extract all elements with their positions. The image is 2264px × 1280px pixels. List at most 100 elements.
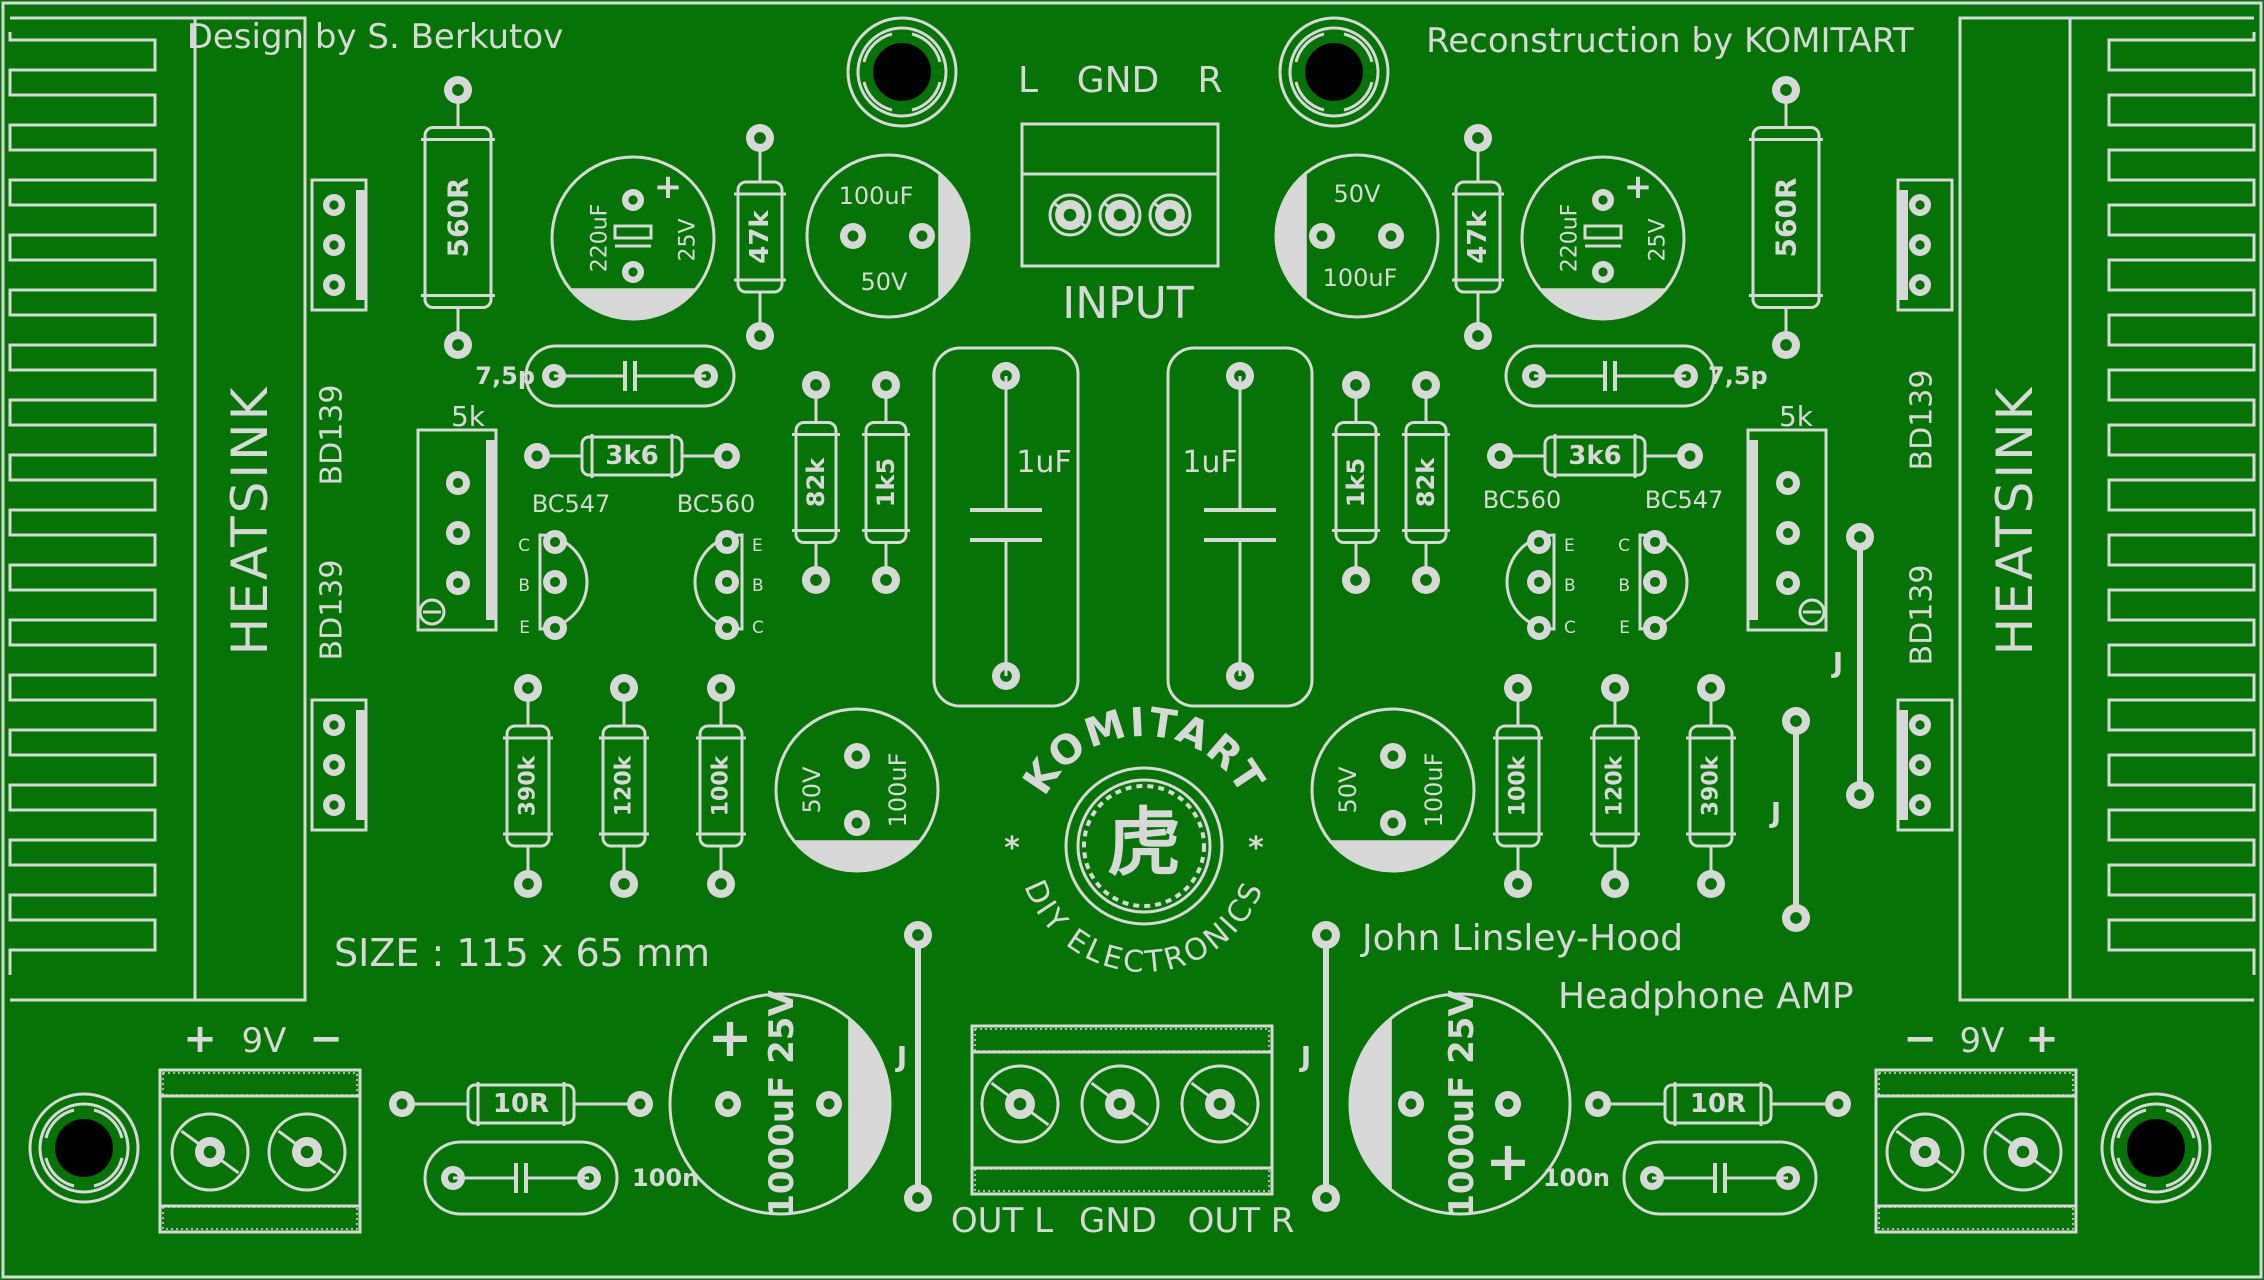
solder-pad	[323, 274, 345, 296]
pin-label: E	[1619, 618, 1630, 638]
solder-pad	[1380, 810, 1406, 836]
pad-hole	[1387, 817, 1399, 829]
solder-pad	[1504, 870, 1532, 898]
drill-hole	[2127, 1119, 2185, 1177]
solder-pad	[1005, 1089, 1035, 1119]
solder-pad	[840, 223, 866, 249]
pad-hole	[396, 1098, 408, 1110]
heatsink-left: HEATSINK	[8, 16, 307, 1002]
mount-arc	[44, 1157, 75, 1188]
solder-pad	[1846, 523, 1874, 551]
power-right-voltage: 9V	[1960, 1021, 2005, 1061]
cap-value: 220uF	[1558, 204, 1583, 273]
pad-hole	[1915, 200, 1925, 210]
pad-hole	[452, 527, 464, 539]
pin-label: B	[752, 576, 764, 596]
polarity-plus: +	[707, 1006, 752, 1069]
pad-hole	[1420, 574, 1432, 586]
cap-outline	[1166, 346, 1314, 708]
pad-hole	[1533, 622, 1545, 634]
solder-pad	[1342, 566, 1370, 594]
mount-arc	[1294, 32, 1325, 63]
bd139-tab	[356, 190, 366, 300]
solder-pad	[1697, 870, 1725, 898]
pad-hole	[1387, 750, 1399, 762]
terminal-outline	[970, 1024, 1274, 1196]
solder-pad	[904, 921, 932, 949]
pad-hole	[1854, 531, 1866, 543]
resistor-value: 1k5	[872, 458, 900, 507]
logo-ring	[1064, 766, 1224, 926]
pad-hole	[1494, 450, 1506, 462]
resistor-body	[423, 126, 493, 309]
solder-pad	[1643, 616, 1667, 640]
transistor-label: BC560	[1483, 486, 1562, 514]
solder-pad	[1776, 521, 1800, 545]
solder-pad	[446, 471, 470, 495]
solder-pad	[1909, 194, 1931, 216]
solder-pad	[446, 521, 470, 545]
polarity-band	[1349, 1017, 1392, 1191]
pad-hole	[722, 1098, 734, 1110]
pad-hole	[715, 682, 727, 694]
size-label: SIZE : 115 x 65 mm	[334, 931, 710, 975]
trimmer-tab	[1748, 440, 1758, 620]
heatsink-label: HEATSINK	[221, 385, 279, 656]
resistor-10r-left: 10R	[389, 1082, 653, 1126]
solder-pad	[1527, 530, 1551, 554]
resistor-body	[1495, 724, 1541, 848]
power-left-minus: −	[309, 1016, 343, 1062]
pad-hole	[329, 800, 339, 810]
pad-hole	[912, 1192, 924, 1204]
pad-hole	[1832, 1098, 1844, 1110]
reconstruction-label: Reconstruction by KOMITART	[1426, 21, 1914, 61]
screw-outline	[1098, 193, 1142, 237]
pad-hole	[721, 536, 733, 548]
resistor-3k6-right: 3k6	[1487, 434, 1703, 478]
mount-arc	[44, 1108, 75, 1139]
resistor-body	[864, 421, 908, 544]
pad-hole	[1649, 576, 1661, 588]
bd139-tab	[1898, 190, 1908, 300]
solder-pad	[323, 714, 345, 736]
bd139-label: BD139	[1905, 370, 1940, 471]
solder-pad	[323, 194, 345, 216]
solder-pad	[1782, 904, 1810, 932]
pad-hole	[847, 230, 859, 242]
logo-star: *	[1248, 831, 1264, 866]
solder-pad	[323, 754, 345, 776]
mount-arc	[2116, 1108, 2147, 1139]
solder-pad	[1412, 371, 1440, 399]
pad-hole	[721, 622, 733, 634]
solder-pad	[1105, 1089, 1135, 1119]
solder-pad	[389, 1091, 415, 1117]
mount-ring	[846, 16, 958, 128]
pad-hole	[1915, 800, 1925, 810]
terminal-hatch	[1878, 1072, 2074, 1096]
pad-hole	[1113, 1097, 1127, 1111]
screw-outline	[1080, 1064, 1160, 1144]
output-label-gnd: GND	[1079, 1201, 1157, 1241]
pad-hole	[1013, 1097, 1027, 1111]
pad-hole	[618, 682, 630, 694]
resistor-body	[466, 1083, 576, 1125]
resistor-value: 560R	[1770, 177, 1803, 257]
polarity-plus: +	[1624, 167, 1653, 207]
screw-outline	[1983, 1112, 2063, 1192]
solder-pad	[1585, 1091, 1611, 1117]
mount-arc	[2165, 1108, 2196, 1139]
cap-value: 100uF	[1323, 264, 1398, 292]
solder-pad	[1909, 234, 1931, 256]
pad-hole	[1113, 208, 1127, 222]
pad-hole	[1420, 379, 1432, 391]
solder-pad	[627, 1091, 653, 1117]
pad-hole	[1533, 536, 1545, 548]
screw-outline	[980, 1064, 1060, 1144]
heatsink-fins	[2107, 32, 2256, 975]
resistor-value: 47k	[745, 210, 775, 264]
mount-ring	[1288, 26, 1380, 118]
solder-pad	[1909, 754, 1931, 776]
